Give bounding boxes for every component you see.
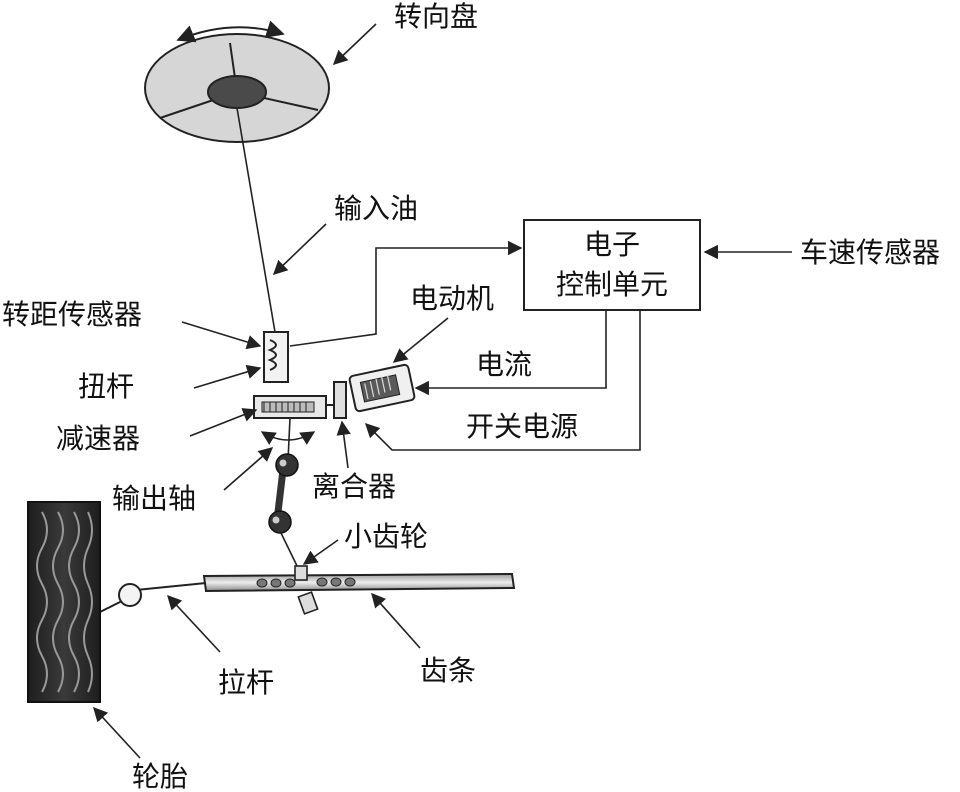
pointer-torque-sensor [181, 321, 262, 350]
label-output-shaft: 输出轴 [112, 482, 196, 515]
pointer-pinion [302, 539, 339, 565]
pointer-clutch [336, 420, 351, 469]
pointer-steering-wheel [332, 23, 377, 65]
pointer-input-shaft [272, 223, 327, 275]
label-speed-sensor: 车速传感器 [800, 236, 940, 269]
tire [27, 501, 101, 703]
pointer-tire [93, 706, 141, 759]
label-power-switch: 开关电源 [466, 410, 578, 443]
label-reducer: 减速器 [56, 422, 140, 455]
ball-joint [118, 583, 142, 607]
pointer-rack [371, 592, 421, 649]
label-torsion-bar: 扭杆 [78, 370, 134, 403]
electric-motor [348, 363, 416, 413]
label-motor: 电动机 [410, 282, 494, 315]
current-line [414, 310, 607, 396]
clutch [333, 381, 347, 419]
label-input-shaft: 输入油 [334, 192, 418, 225]
rack [202, 572, 516, 593]
label-current: 电流 [476, 348, 532, 381]
tie-rod [135, 582, 207, 591]
torque-sensor [263, 331, 289, 383]
pointer-output-shaft [223, 447, 274, 491]
label-tie-rod: 拉杆 [218, 666, 274, 699]
reducer [253, 395, 334, 419]
rotation-arrow [176, 20, 285, 43]
steering-column [236, 107, 276, 333]
output-rotation-arrow [260, 431, 316, 445]
pointer-motor [392, 317, 449, 363]
switch-power-line [364, 310, 641, 451]
label-steering-wheel: 转向盘 [394, 0, 478, 33]
label-rack: 齿条 [420, 654, 476, 687]
pointer-tie-rod [167, 594, 221, 653]
label-pinion: 小齿轮 [344, 520, 428, 553]
pinion [294, 565, 319, 615]
label-torque-sensor: 转距传感器 [2, 298, 142, 331]
pointer-reducer [189, 408, 258, 437]
label-clutch: 离合器 [312, 470, 396, 503]
label-tire: 轮胎 [132, 760, 188, 792]
torque-signal-line [289, 240, 523, 347]
label-ecu-line2: 控制单元 [556, 268, 668, 301]
label-ecu-line1: 电子 [584, 228, 640, 261]
steering-wheel [144, 33, 330, 143]
ecu-box [523, 219, 701, 311]
output-shaft [268, 417, 301, 573]
pointer-torsion-bar [193, 364, 262, 389]
tie-rod-arm [99, 599, 125, 613]
